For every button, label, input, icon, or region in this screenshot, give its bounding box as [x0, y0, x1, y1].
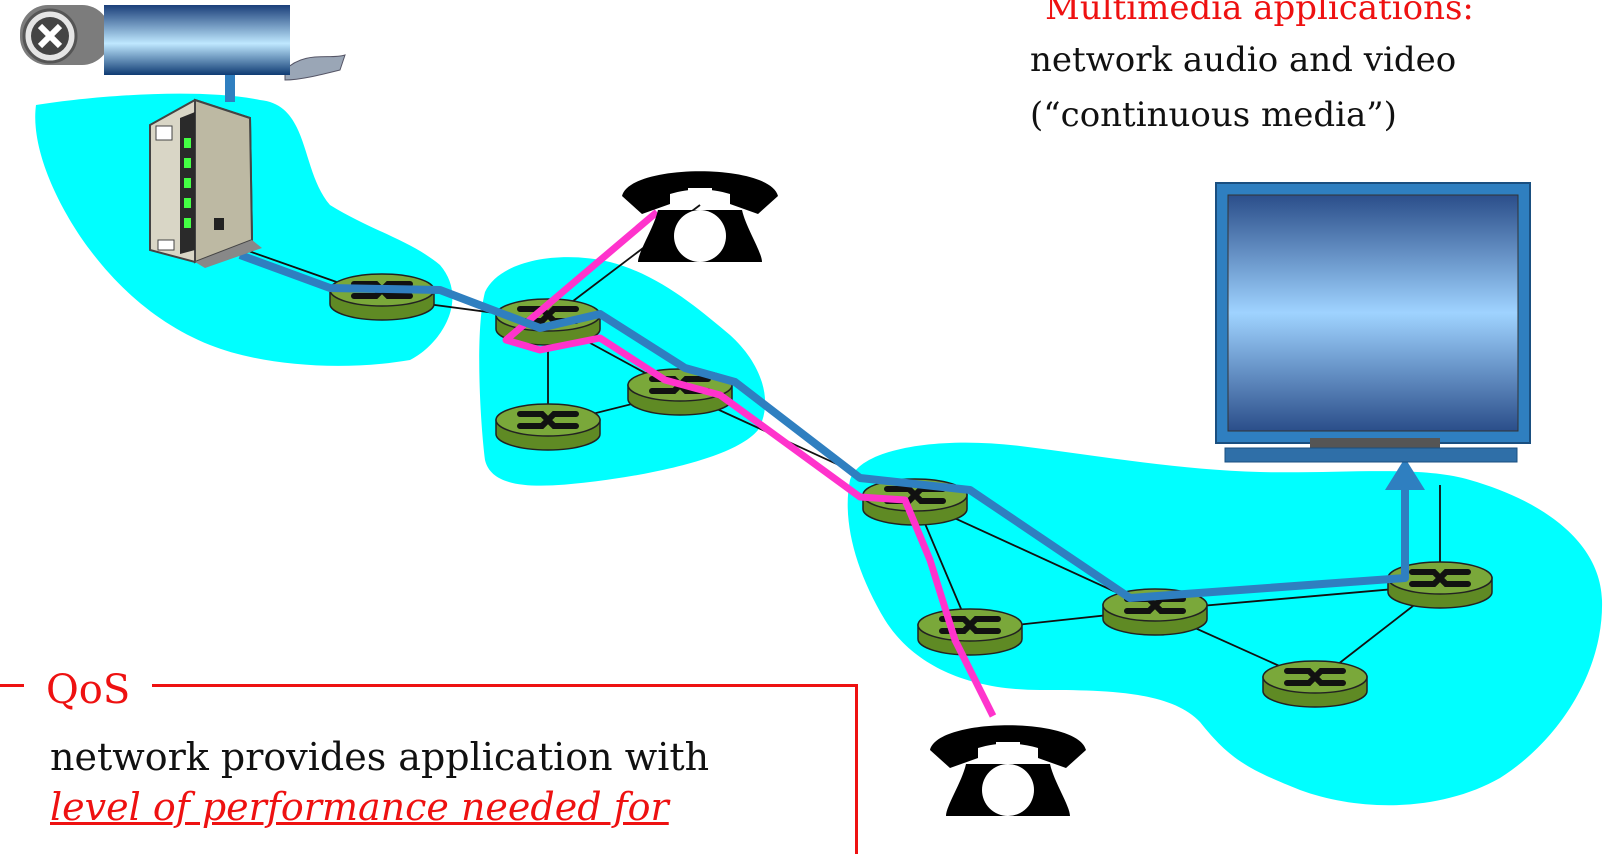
router-9 — [1263, 661, 1367, 707]
telephone-icon — [622, 171, 778, 262]
network-cloud-middle — [479, 257, 766, 486]
arrow-up-icon — [1385, 458, 1425, 490]
video-stream-path — [238, 251, 1409, 602]
qos-heading: QoS — [24, 667, 153, 713]
multimedia-heading: Multimedia applications: — [1045, 0, 1474, 28]
voice-call-path — [502, 209, 997, 718]
qos-callout-box — [0, 684, 858, 854]
router-1 — [330, 274, 434, 320]
router-4 — [496, 404, 600, 450]
qos-definition: network provides application with — [50, 735, 710, 779]
qos-definition-emphasis: level of performance needed for — [50, 785, 669, 829]
monitor-icon — [1215, 182, 1531, 463]
multimedia-description: network audio and video — [1030, 40, 1457, 80]
video-source-icon — [20, 5, 346, 102]
media-server-icon — [149, 98, 262, 268]
router-6 — [918, 609, 1022, 655]
telephone-icon — [930, 725, 1086, 816]
multimedia-note: (“continuous media”) — [1030, 95, 1397, 135]
